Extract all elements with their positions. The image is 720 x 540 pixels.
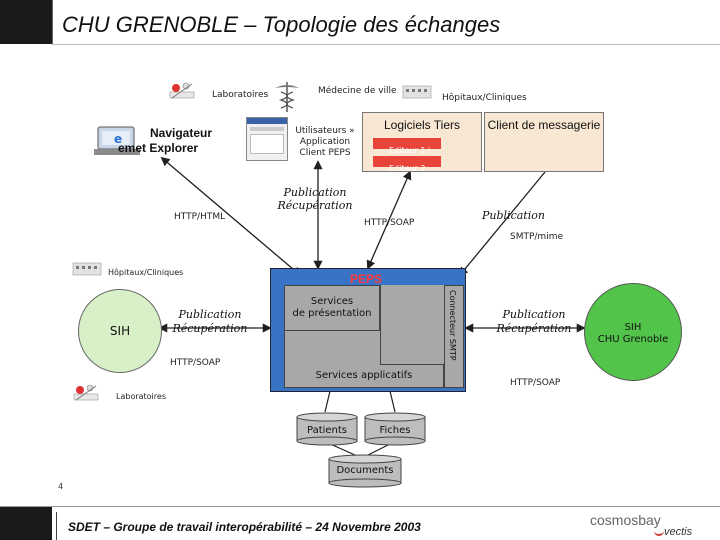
sih-right-text: SIH CHU Grenoble	[585, 322, 681, 346]
db-fiches-label: Fiches	[379, 425, 411, 436]
utilisateurs-line1: Utilisateurs »	[295, 126, 355, 136]
connecteur-smtp-label: Connecteur SMTP	[448, 290, 457, 361]
sih-right-circle: SIH CHU Grenoble	[584, 283, 682, 381]
client-messagerie-title: Client de messagerie	[487, 118, 601, 132]
footer-logo-swoosh	[654, 528, 664, 536]
sih-left-circle: SIH	[78, 289, 162, 373]
db-documents-label: Documents	[336, 465, 394, 476]
arrow-http-soap-top	[366, 170, 412, 270]
footer-logo: cosmosbay vectis	[584, 512, 716, 538]
services-applicatifs-label: Services applicatifs	[315, 370, 413, 381]
footer-accent-line	[56, 512, 57, 540]
utilisateurs-line2: Application	[299, 137, 351, 147]
label-http-soap-top: HTTP/SOAP	[364, 218, 415, 228]
editeur2-label: Editeur 2	[389, 164, 426, 173]
label-http-soap-left: HTTP/SOAP	[170, 358, 221, 368]
pub-recup-top-line2: Récupération	[277, 199, 353, 212]
hospital-icon-left	[72, 261, 102, 277]
utilisateurs-line3: Client PEPS	[299, 148, 351, 158]
label-medecine-de-ville: Médecine de ville	[318, 86, 397, 96]
footer-dark-block	[0, 507, 52, 540]
sih-right-line1: SIH	[624, 322, 642, 333]
sih-right-line2: CHU Grenoble	[597, 334, 669, 345]
label-laboratoires-top: Laboratoires	[212, 90, 269, 100]
left-pub-line1: Publication	[178, 308, 242, 321]
db-patients-label: Patients	[306, 425, 348, 436]
services-presentation-line1: Services	[310, 296, 354, 307]
navigateur-line2: emet Explorer	[118, 141, 199, 155]
peps-title: PEPS	[349, 272, 382, 286]
browser-icon: e	[94, 123, 146, 157]
navigateur-label: Navigateur	[150, 126, 212, 141]
svg-text:e: e	[114, 132, 122, 146]
editeur1-label: Editeur 1 i	[389, 146, 431, 155]
services-applicatifs-inner	[380, 285, 444, 365]
lab-icon	[168, 80, 198, 102]
hospital-icon-top	[402, 84, 432, 100]
utilisateurs-label: Utilisateurs » Application Client PEPS	[290, 126, 360, 159]
arrow-http-html	[160, 156, 302, 277]
right-pub-line1: Publication	[502, 308, 566, 321]
app-screenshot-icon	[246, 117, 288, 161]
services-presentation-line2: de présentation	[292, 308, 372, 319]
left-pub-line2: Récupération	[172, 322, 248, 335]
label-http-html: HTTP/HTML	[174, 212, 226, 222]
label-http-soap-right: HTTP/SOAP	[510, 378, 561, 388]
pub-recup-top-line1: Publication	[283, 186, 347, 199]
label-left-pub-recup: Publication Récupération	[166, 308, 254, 336]
services-presentation-box: Services de présentation	[284, 285, 380, 331]
footer-logo-brand: cosmosbay	[590, 512, 661, 528]
label-hopitaux-cliniques-top: Hôpitaux/Cliniques	[442, 93, 527, 103]
footer-rule	[0, 506, 720, 507]
right-pub-line2: Récupération	[496, 322, 572, 335]
lab-icon-left	[72, 382, 102, 404]
label-smtp-mime: SMTP/mime	[510, 232, 564, 242]
caduceus-icon	[272, 80, 302, 114]
logiciels-tiers-title: Logiciels Tiers	[383, 118, 461, 132]
db-patients: Patients	[296, 412, 358, 446]
label-publication-right: Publication	[482, 209, 545, 222]
connecteur-smtp-box: Connecteur SMTP	[444, 285, 464, 388]
label-laboratoires-left: Laboratoires	[116, 392, 166, 401]
header-dark-block	[0, 0, 52, 44]
logiciels-tiers-box: Logiciels Tiers Editeur 1 i Editeur 2	[362, 112, 482, 173]
db-fiches: Fiches	[364, 412, 426, 446]
label-hopitaux-cliniques-left: Hôpitaux/Cliniques	[108, 268, 184, 277]
page-title: CHU GRENOBLE – Topologie des échanges	[62, 12, 501, 37]
services-presentation-label: Services de présentation	[285, 296, 379, 320]
editeur2-badge: Editeur 2	[373, 156, 441, 173]
footer-text: SDET – Groupe de travail interopérabilit…	[68, 520, 421, 534]
link-services-patients	[324, 390, 331, 413]
client-messagerie-box: Client de messagerie	[484, 112, 604, 172]
header-rule	[52, 44, 720, 45]
footer-page-number: 4	[58, 482, 64, 491]
arrow-smtp-mime	[458, 171, 546, 277]
footer-logo-sub: vectis	[664, 526, 693, 538]
header-accent-line	[52, 0, 53, 44]
db-documents: Documents	[328, 454, 402, 488]
label-pub-recup-top: Publication Récupération	[274, 186, 356, 212]
navigateur-line1: Navigateur	[150, 126, 213, 140]
link-services-fiches	[389, 390, 396, 413]
label-right-pub-recup: Publication Récupération	[490, 308, 578, 336]
sih-left-label: SIH	[109, 324, 131, 338]
editeur1-badge: Editeur 1 i	[373, 138, 441, 155]
